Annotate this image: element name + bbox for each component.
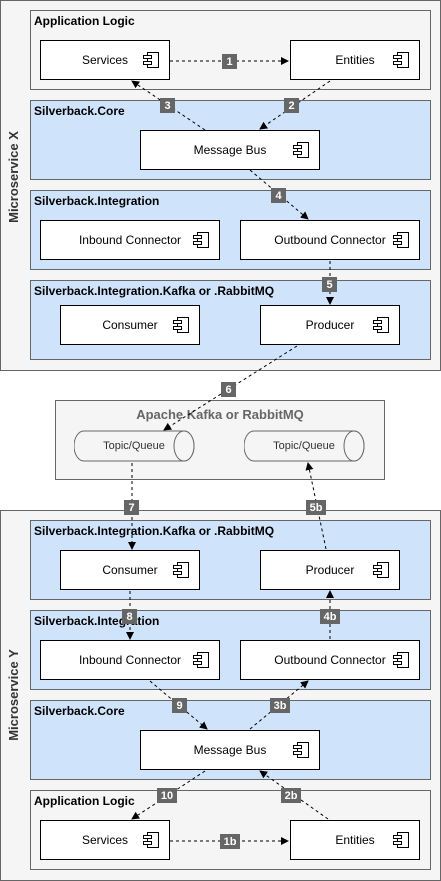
step-badge-1: 1 xyxy=(222,54,237,69)
topic-queue-left-cylinder[interactable] xyxy=(74,428,196,466)
step-badge-3: 3 xyxy=(160,98,175,113)
step-badge-9: 9 xyxy=(172,698,187,713)
component-icon xyxy=(393,832,409,848)
layer-title: Silverback.Integration.Kafka or .RabbitM… xyxy=(34,524,275,538)
layer-title: Silverback.Integration xyxy=(34,194,160,208)
y-producer-component[interactable]: Producer xyxy=(260,550,400,590)
component-icon xyxy=(173,317,189,333)
x-message-bus-component[interactable]: Message Bus xyxy=(140,130,320,170)
component-label: Inbound Connector xyxy=(78,653,182,667)
y-outbound-connector-component[interactable]: Outbound Connector xyxy=(240,640,420,680)
component-icon xyxy=(393,652,409,668)
y-services-component[interactable]: Services xyxy=(40,820,170,860)
step-badge-6: 6 xyxy=(221,382,236,397)
step-badge-2: 2 xyxy=(284,98,299,113)
component-label: Message Bus xyxy=(193,743,267,757)
component-icon xyxy=(373,317,389,333)
step-badge-1b: 1b xyxy=(220,834,240,849)
x-producer-component[interactable]: Producer xyxy=(260,305,400,345)
broker-title: Apache Kafka or RabbitMQ xyxy=(136,407,304,422)
component-icon xyxy=(293,142,309,158)
component-label: Outbound Connector xyxy=(274,653,386,667)
step-badge-5b: 5b xyxy=(306,500,326,515)
component-label: Inbound Connector xyxy=(78,233,182,247)
x-entities-component[interactable]: Entities xyxy=(290,40,420,80)
component-icon xyxy=(173,562,189,578)
topic-queue-right-label: Topic/Queue xyxy=(273,440,335,452)
component-icon xyxy=(193,652,209,668)
component-icon xyxy=(393,52,409,68)
y-consumer-component[interactable]: Consumer xyxy=(60,550,200,590)
layer-title: Application Logic xyxy=(34,794,135,808)
component-label: Message Bus xyxy=(193,143,267,157)
step-badge-4b: 4b xyxy=(320,609,340,624)
y-inbound-connector-component[interactable]: Inbound Connector xyxy=(40,640,220,680)
component-icon xyxy=(373,562,389,578)
step-badge-5: 5 xyxy=(322,277,337,292)
component-label: Producer xyxy=(305,563,355,577)
component-label: Outbound Connector xyxy=(274,233,386,247)
y-message-bus-component[interactable]: Message Bus xyxy=(140,730,320,770)
component-label: Entities xyxy=(335,53,375,67)
layer-title: Application Logic xyxy=(34,14,135,28)
component-label: Entities xyxy=(335,833,375,847)
step-badge-7: 7 xyxy=(124,500,139,515)
x-services-component[interactable]: Services xyxy=(40,40,170,80)
topic-queue-right-cylinder[interactable] xyxy=(244,428,366,466)
component-label: Services xyxy=(81,833,128,847)
x-outbound-connector-component[interactable]: Outbound Connector xyxy=(240,220,420,260)
topic-queue-left-label: Topic/Queue xyxy=(103,440,165,452)
component-label: Consumer xyxy=(102,318,158,332)
layer-title: Silverback.Integration.Kafka or .RabbitM… xyxy=(34,284,275,298)
component-icon xyxy=(143,52,159,68)
step-badge-4: 4 xyxy=(271,188,286,203)
component-label: Consumer xyxy=(102,563,158,577)
layer-title: Silverback.Core xyxy=(34,704,125,718)
step-badge-10: 10 xyxy=(157,788,177,803)
component-icon xyxy=(143,832,159,848)
component-label: Services xyxy=(81,53,128,67)
component-label: Producer xyxy=(305,318,355,332)
x-inbound-connector-component[interactable]: Inbound Connector xyxy=(40,220,220,260)
layer-title: Silverback.Core xyxy=(34,104,125,118)
step-badge-3b: 3b xyxy=(270,698,290,713)
x-consumer-component[interactable]: Consumer xyxy=(60,305,200,345)
component-icon xyxy=(293,742,309,758)
step-badge-2b: 2b xyxy=(281,788,301,803)
component-icon xyxy=(393,232,409,248)
y-entities-component[interactable]: Entities xyxy=(290,820,420,860)
component-icon xyxy=(193,232,209,248)
arrow-2b xyxy=(259,770,329,820)
step-badge-8: 8 xyxy=(122,609,137,624)
